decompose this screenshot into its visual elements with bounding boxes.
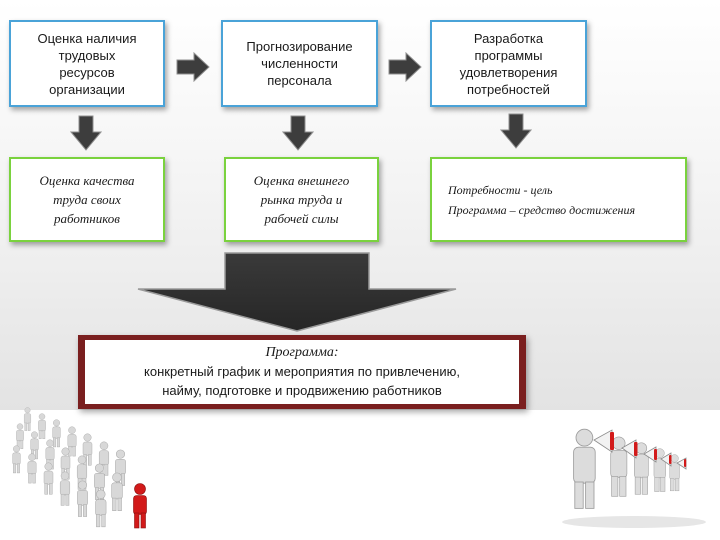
- program-heading: Программа:: [265, 345, 339, 360]
- box-assess-resources: Оценка наличия трудовых ресурсов организ…: [9, 20, 165, 107]
- box-external-labor-market-label: Оценка внешнего рынка труда и рабочей си…: [253, 173, 350, 226]
- down-arrow-icon: [282, 115, 314, 151]
- down-arrow-icon: [70, 115, 102, 151]
- crowd-with-red-leader-illustration: [12, 407, 147, 529]
- box-develop-program-label: Разработка программы удовлетворения потр…: [459, 30, 558, 97]
- box-assess-resources-label: Оценка наличия трудовых ресурсов организ…: [37, 30, 137, 97]
- box-own-staff-quality-label: Оценка качества труда своих работников: [39, 173, 135, 226]
- box-own-staff-quality: Оценка качества труда своих работников: [9, 157, 165, 242]
- box-needs-and-program: Потребности - цель Программа – средство …: [430, 157, 687, 242]
- needs-goal-line: Потребности - цель: [448, 182, 553, 197]
- program-means-line: Программа – средство достижения: [448, 202, 636, 217]
- figures-with-megaphones-illustration: [562, 428, 706, 528]
- box-develop-program: Разработка программы удовлетворения потр…: [430, 20, 587, 107]
- box-forecast-headcount-label: Прогнозирование численности персонала: [246, 39, 353, 88]
- box-external-labor-market: Оценка внешнего рынка труда и рабочей си…: [224, 157, 379, 242]
- right-arrow-icon: [176, 52, 210, 82]
- program-description: конкретный график и мероприятия по привл…: [144, 364, 460, 398]
- large-down-arrow-icon: [137, 252, 457, 332]
- down-arrow-icon: [500, 113, 532, 149]
- box-forecast-headcount: Прогнозирование численности персонала: [221, 20, 378, 107]
- program-box: Программа: конкретный график и мероприят…: [78, 335, 526, 409]
- right-arrow-icon: [388, 52, 422, 82]
